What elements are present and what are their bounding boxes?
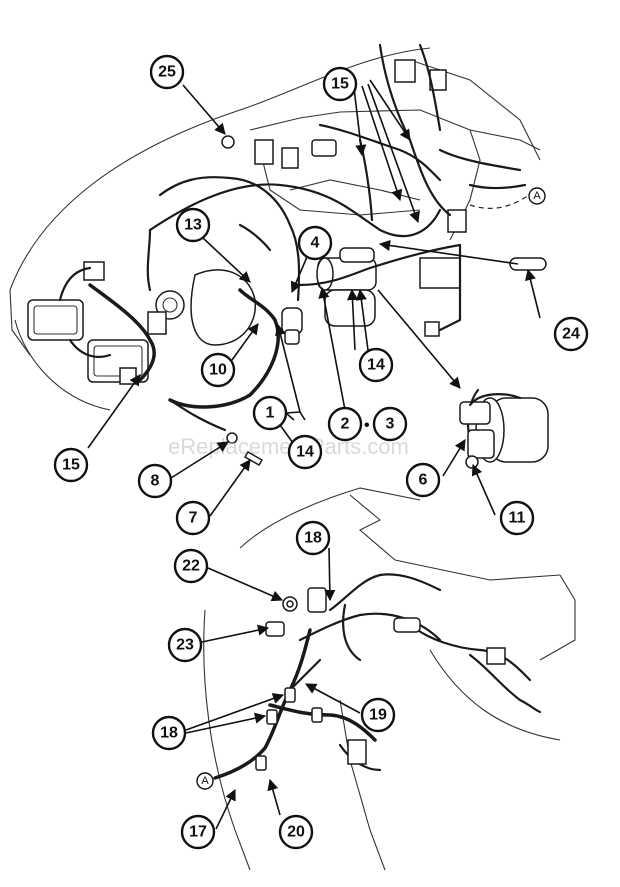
starter-solenoid (316, 247, 377, 291)
callout-7-label: 7 (189, 510, 198, 527)
callout-20: 20 (278, 814, 314, 850)
callout-24: 24 (553, 316, 589, 352)
callout-10-label: 10 (209, 362, 227, 379)
main-wire-harness (58, 43, 527, 442)
harness-clips-lower (255, 687, 323, 771)
reference-marker-A-lower-label: A (201, 775, 209, 787)
callout-1-label: 1 (266, 405, 275, 422)
callout-15-left-label: 15 (62, 457, 80, 474)
connector-blocks (83, 59, 467, 385)
callout-25: 25 (149, 54, 185, 90)
callout-18-top: 18 (295, 520, 331, 556)
callout-2: 2 (327, 406, 363, 442)
callout-8: 8 (137, 463, 173, 499)
callout-10: 10 (200, 352, 236, 388)
headlight-left (27, 299, 84, 341)
starter-motor-detail (459, 393, 549, 469)
callout-2-label: 2 (341, 416, 350, 433)
callout-7: 7 (175, 500, 211, 536)
callout-19: 19 (360, 697, 396, 733)
callout-13-label: 13 (184, 217, 202, 234)
starter-motor-body (324, 289, 376, 327)
callout-22: 22 (173, 548, 209, 584)
ground-washer (226, 432, 238, 444)
callout-18-lower-label: 18 (160, 725, 178, 742)
callout-22-label: 22 (182, 558, 200, 575)
callout-3-label: 3 (386, 416, 395, 433)
route-line-to-A-upper (469, 195, 529, 209)
callout-14-lower: 14 (287, 434, 323, 470)
reference-marker-A-lower: A (196, 772, 214, 790)
callout-25-label: 25 (158, 64, 176, 81)
fuel-tank-bracket (190, 269, 256, 346)
callout-19-label: 19 (369, 707, 387, 724)
callout-11: 11 (499, 500, 535, 536)
callout-17-label: 17 (189, 824, 207, 841)
sensor-22 (282, 596, 298, 612)
callout-15-top: 15 (322, 66, 358, 102)
callout-13: 13 (175, 207, 211, 243)
callout-20-label: 20 (287, 824, 305, 841)
reference-marker-A-upper: A (528, 187, 546, 205)
callout-15-top-label: 15 (331, 76, 349, 93)
callout-1: 1 (252, 395, 288, 431)
callout-18-top-label: 18 (304, 530, 322, 547)
callout-23: 23 (167, 627, 203, 663)
callout-4: 4 (297, 225, 333, 261)
leader-lines (87, 79, 541, 830)
callout-17: 17 (180, 814, 216, 850)
callout-separator-2-3: • (364, 417, 370, 434)
lower-connectors (307, 587, 506, 765)
callout-24-label: 24 (562, 326, 580, 343)
callout-18-lower: 18 (151, 715, 187, 751)
callout-14-center-label: 14 (367, 357, 385, 374)
lower-wire-harness (213, 573, 542, 780)
callout-15-left: 15 (53, 447, 89, 483)
callout-3: 3 (372, 406, 408, 442)
fuse-holder (281, 307, 303, 345)
sensor-23 (265, 621, 285, 637)
nut-top (221, 135, 235, 149)
callout-6: 6 (405, 462, 441, 498)
callout-6-label: 6 (419, 472, 428, 489)
reference-marker-A-upper-label: A (533, 190, 541, 202)
callout-14-lower-label: 14 (296, 444, 314, 461)
callout-14-center: 14 (358, 347, 394, 383)
callout-23-label: 23 (176, 637, 194, 654)
callout-8-label: 8 (151, 473, 160, 490)
frame-outline-lower (203, 487, 576, 871)
voltage-regulator (419, 257, 461, 337)
bolt (243, 450, 264, 467)
callout-11-label: 11 (509, 510, 526, 527)
callout-4-label: 4 (311, 235, 320, 252)
